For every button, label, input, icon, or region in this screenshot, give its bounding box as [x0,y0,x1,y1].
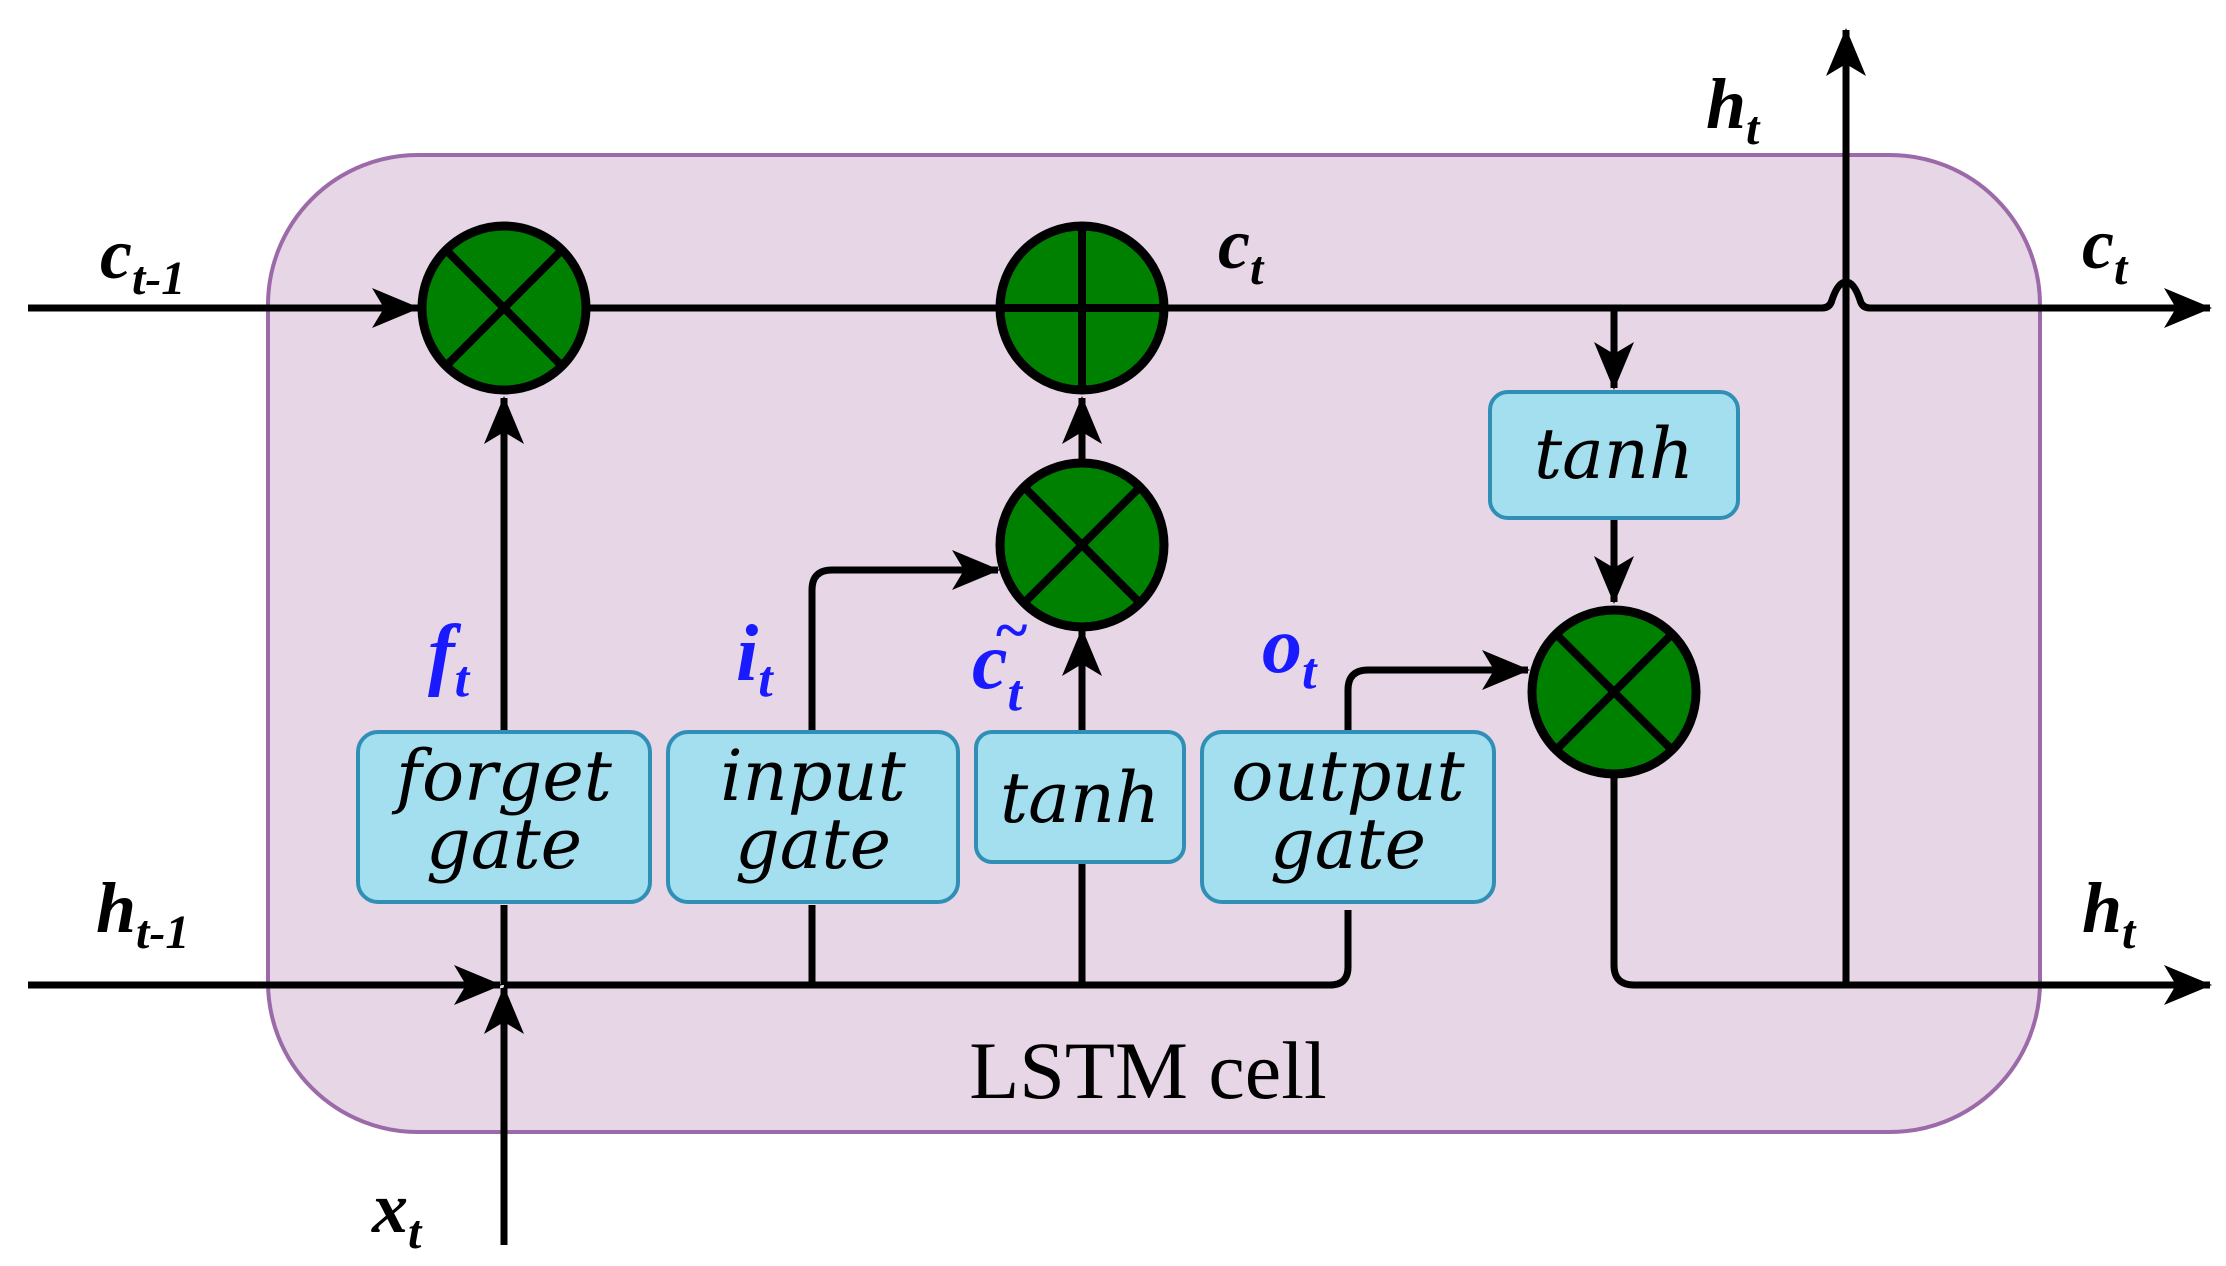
c-mid-label: ct [1218,204,1265,295]
forget-gate-label-2: gate [426,803,582,885]
h-out-right-label: ht [2082,868,2137,959]
h-prev-label: ht-1 [96,868,189,959]
input-multiply-icon [995,458,1169,632]
i-signal-label: it [736,610,774,708]
output-gate-label-2: gate [1270,803,1426,885]
output-to-mult [1344,650,1530,732]
c-tilde-accent: ~ [994,597,1028,663]
gate-boxes [356,390,1740,904]
forget-gate-box [356,730,652,904]
c-prev-label: ct-1 [100,214,185,305]
cell-label: LSTM cell [969,1025,1327,1116]
gate-labels: forget gate input gate tanh output gate … [391,413,1694,885]
c-tilde-signal-label: ct [972,618,1024,722]
forget-multiply-icon [417,221,591,395]
forget-gate-label-1: forget [391,735,613,817]
cell-add-icon [995,221,1169,395]
signal-labels: ft it ~ ct ot [428,597,1318,722]
output-multiply-icon [1527,605,1701,779]
input-gate-box [666,730,960,904]
o-signal-label: ot [1262,602,1318,700]
output-gate-label-1: output [1231,735,1465,817]
c-out-label: ct [2082,204,2129,295]
h-prev-bus [504,910,1352,989]
input-gate-label-1: input [720,735,906,817]
output-gate-box [1200,730,1496,904]
cell-tanh-box [1488,390,1740,520]
io-labels: ct-1 ht-1 xt ct ct ht ht [96,64,2137,1259]
candidate-tanh-box [974,730,1186,864]
operators [417,221,1701,779]
mult-to-h-line [1610,774,2212,1005]
cell-tanh-label: tanh [1534,413,1694,495]
h-out-top-label: ht [1706,64,1761,155]
input-gate-label-2: gate [735,803,891,885]
input-to-mult [808,550,1000,732]
x-label: xt [371,1168,423,1259]
candidate-tanh-label: tanh [1000,757,1160,839]
connection-lines [28,28,2212,1245]
